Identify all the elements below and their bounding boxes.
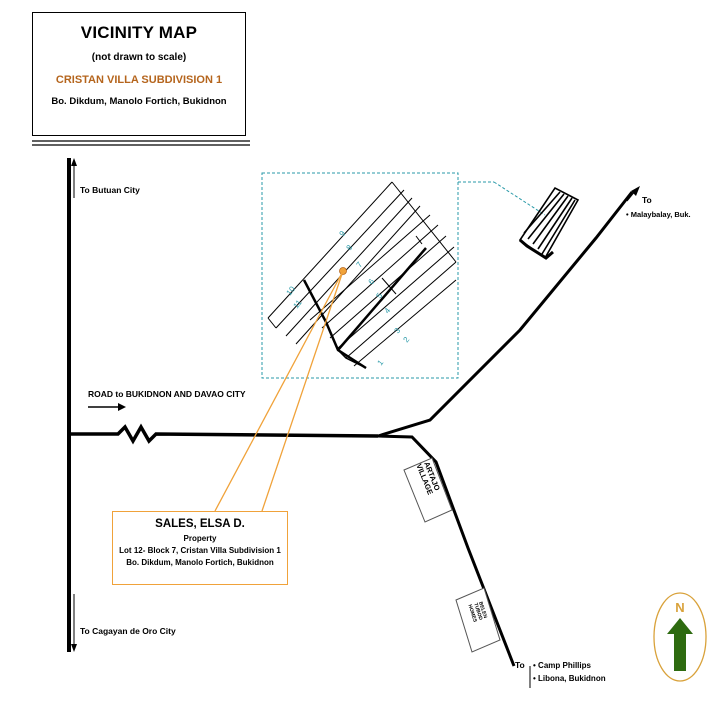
lot-boundary [309,214,431,321]
arrow-head [631,186,640,196]
subdivision-road [337,247,427,351]
lot-boundary [329,235,447,339]
owner-name: SALES, ELSA D. [155,518,245,530]
inset-leader [493,181,546,216]
lot-number: 5 [374,291,384,300]
label-to-cagayan: To Cagayan de Oro City [80,626,176,636]
destination-libona: • Libona, Bukidnon [533,674,606,683]
arrow-head [118,403,126,411]
road-to-bukidnon [69,423,379,445]
road-label: ROAD to BUKIDNON AND DAVAO CITY [88,389,246,399]
lot-boundary [267,181,393,319]
label-south-to: To [515,660,525,670]
lot-number: 4 [382,306,392,315]
north-label: N [675,600,685,615]
title-block: VICINITY MAP (not drawn to scale) CRISTA… [32,12,246,136]
lot-boundary [267,317,277,329]
lot-number: 6 [366,277,376,286]
map-subtitle: (not drawn to scale) [91,52,187,63]
lot-boundary [337,246,455,349]
project-name: CRISTAN VILLA SUBDIVISION 1 [55,74,223,86]
bullet-icon: • [533,661,536,670]
lot-boundary [353,279,457,367]
destination-camp-phillips: • Camp Phillips [533,661,591,670]
lot-number: 10 [284,284,297,297]
belen-tubod-homes-box [455,587,501,653]
bullet-icon: • [533,674,536,683]
lot-boundary [391,181,457,263]
project-location: Bo. Dikdum, Manolo Fortich, Bukidnon [51,96,227,107]
label-malaybalay-to: To [642,195,652,205]
property-location: Bo. Dikdum, Manolo Fortich, Bukidnon [126,558,274,567]
callout-line [261,270,344,512]
property-callout: SALES, ELSA D. Property Lot 12- Block 7,… [112,511,288,585]
subdivision-road [302,279,367,370]
north-indicator-ring [653,592,707,682]
lot-number: 2 [401,335,411,344]
road-to-malaybalay [377,191,634,438]
arrow-head [71,158,77,166]
lot-number: 9 [337,229,347,238]
lot-block-info: Lot 12- Block 7, Cristan Villa Subdivisi… [119,546,281,555]
bullet-icon: • [626,210,629,219]
inset-detail-box [261,172,459,379]
lot-boundary [321,224,439,329]
lot-boundary [415,235,423,245]
artajo-village-box [403,457,453,523]
callout-line [214,270,344,512]
lot-boundary [275,189,405,329]
label-malaybalay: • Malaybalay, Buk. [626,210,691,219]
lot-boundary [345,261,457,359]
lot-number: 1 [375,358,385,367]
lot-number: 3 [392,326,402,335]
subdivision-symbol [518,186,580,260]
map-title: VICINITY MAP [80,23,198,42]
lot-boundary [381,277,397,295]
subdivision-road [337,349,367,369]
label-to-butuan: To Butuan City [80,185,140,195]
arrow-head [71,644,77,652]
lot-number: 8 [344,243,354,252]
lot-boundary [285,197,413,337]
south-destinations: • Camp Phillips • Libona, Bukidnon [533,659,606,685]
lot-number: 7 [354,260,364,269]
road-to-camp-phillips [377,434,516,667]
north-arrow-icon [667,618,693,671]
property-label: Property [183,534,217,543]
